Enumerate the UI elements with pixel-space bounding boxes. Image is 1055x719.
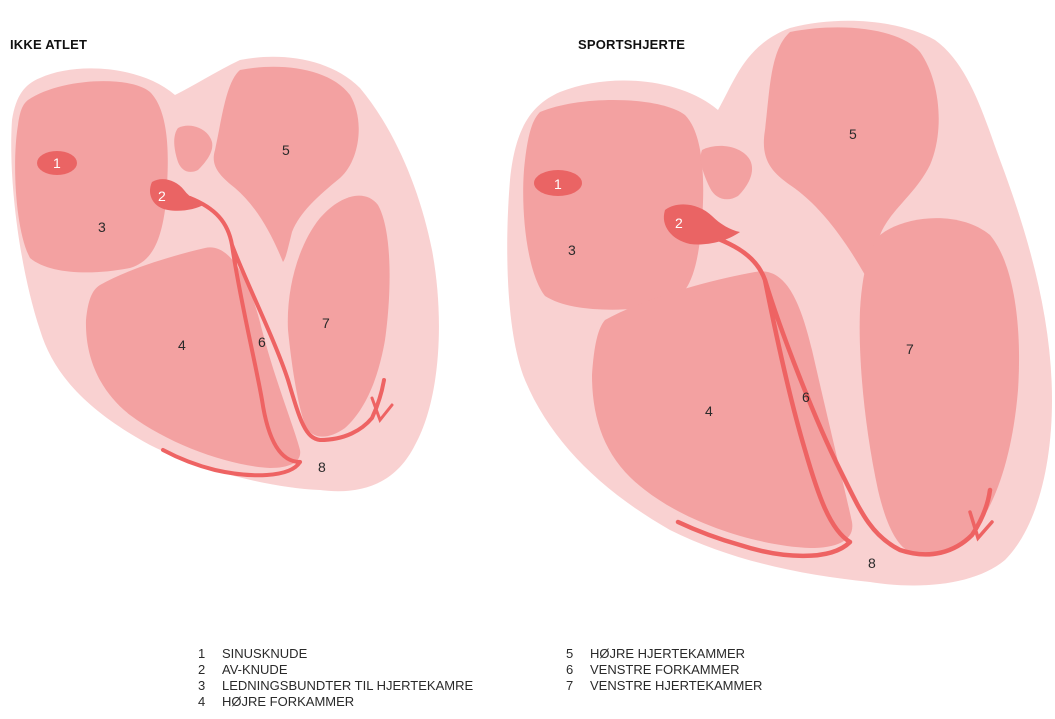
legend-number: 5 — [566, 646, 590, 662]
legend-text: SINUSKNUDE — [222, 646, 307, 662]
legend-number: 1 — [198, 646, 222, 662]
legend-number: 3 — [198, 678, 222, 694]
legend-text: AV-KNUDE — [222, 662, 288, 678]
heart-diagrams: 1 2 3 4 5 6 7 8 1 2 3 4 5 6 7 8 — [0, 0, 1055, 640]
heart-athlete-label-7: 7 — [906, 341, 914, 357]
heart-athlete-label-3: 3 — [568, 242, 576, 258]
legend-number: 6 — [566, 662, 590, 678]
heart-normal-label-4: 4 — [178, 337, 186, 353]
heart-normal: 1 2 3 4 5 6 7 8 — [11, 57, 439, 491]
legend-text: LEDNINGSBUNDTER TIL HJERTEKAMRE — [222, 678, 473, 694]
heart-athlete-label-8: 8 — [868, 555, 876, 571]
legend-number: 4 — [198, 694, 222, 710]
heart-athlete-label-1: 1 — [554, 176, 562, 192]
heart-normal-label-2: 2 — [158, 188, 166, 204]
heart-athlete-label-2: 2 — [675, 215, 683, 231]
legend-text: VENSTRE HJERTEKAMMER — [590, 678, 762, 694]
heart-normal-label-1: 1 — [53, 155, 61, 171]
heart-athlete-label-6: 6 — [802, 389, 810, 405]
heart-normal-label-6: 6 — [258, 334, 266, 350]
heart-normal-label-3: 3 — [98, 219, 106, 235]
heart-athlete-label-5: 5 — [849, 126, 857, 142]
heart-normal-label-7: 7 — [322, 315, 330, 331]
legend-text: VENSTRE FORKAMMER — [590, 662, 740, 678]
legend-text: HØJRE FORKAMMER — [222, 694, 354, 710]
legend-number: 2 — [198, 662, 222, 678]
heart-athlete-label-4: 4 — [705, 403, 713, 419]
legend-number: 7 — [566, 678, 590, 694]
heart-athlete: 1 2 3 4 5 6 7 8 — [507, 21, 1052, 586]
heart-normal-chamber-3 — [15, 81, 168, 272]
heart-athlete-chamber-3 — [523, 100, 703, 310]
heart-normal-label-5: 5 — [282, 142, 290, 158]
legend-text: HØJRE HJERTEKAMMER — [590, 646, 745, 662]
heart-normal-label-8: 8 — [318, 459, 326, 475]
